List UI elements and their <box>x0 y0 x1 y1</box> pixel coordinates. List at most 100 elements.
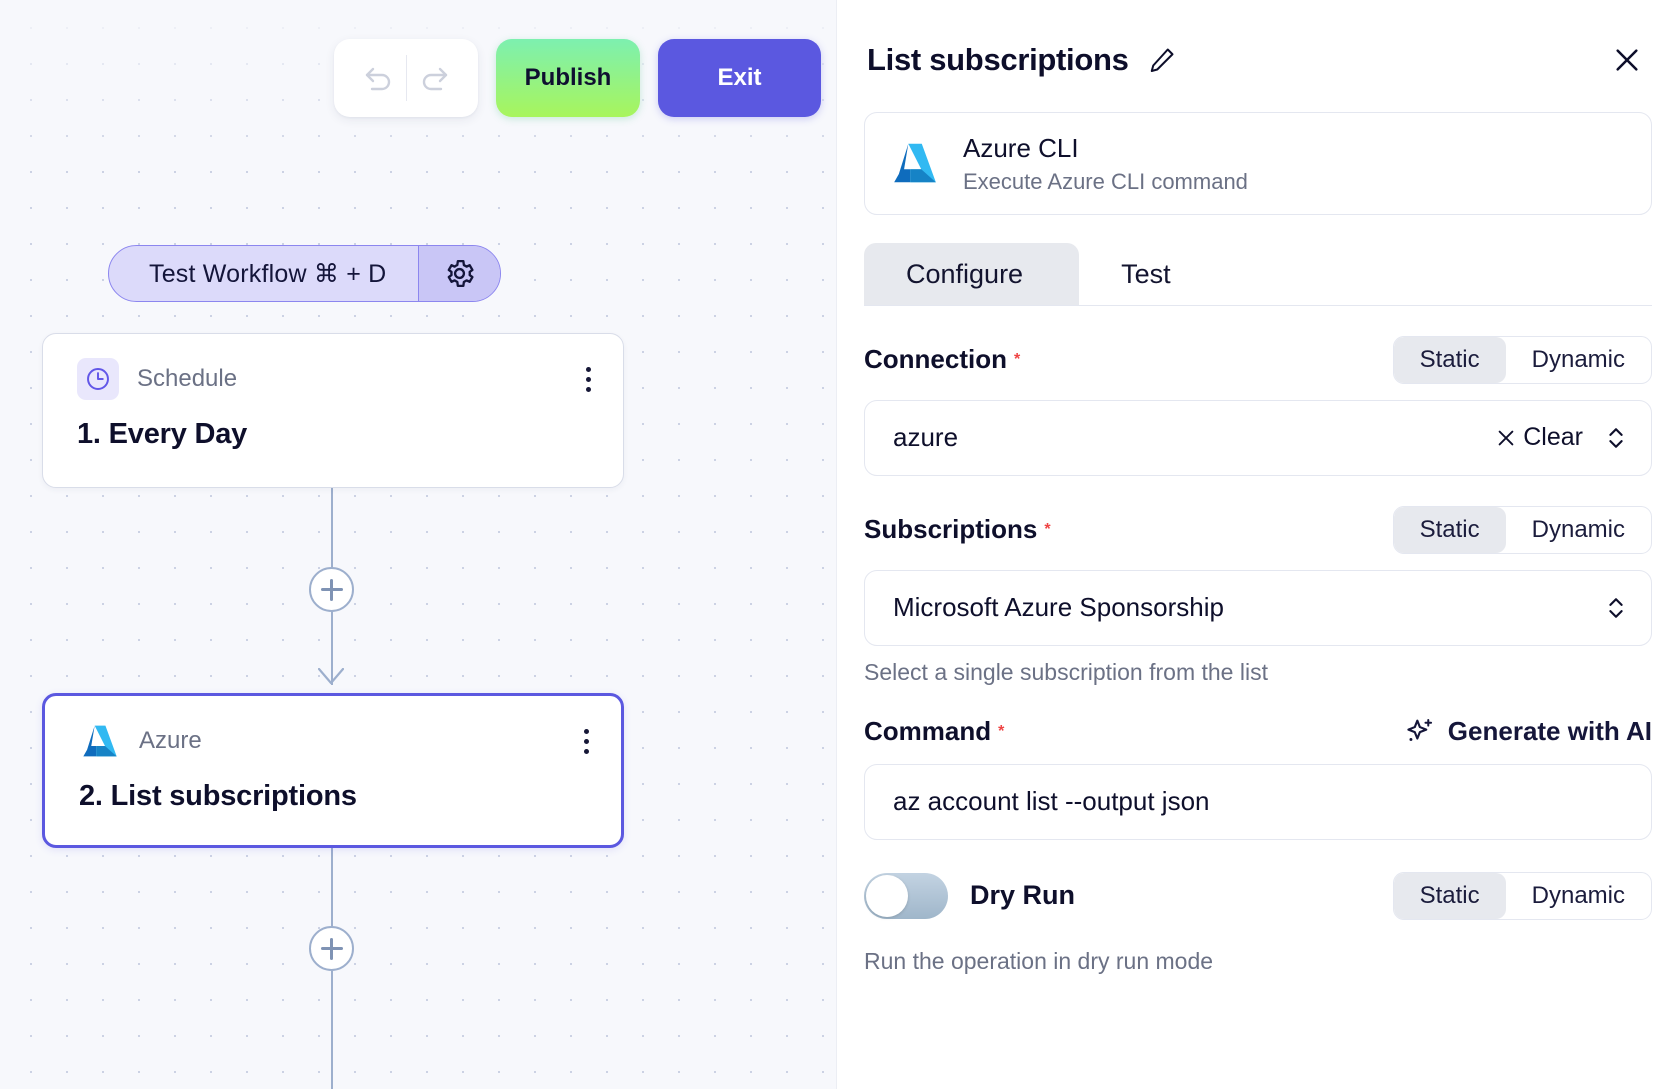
generate-with-ai-label: Generate with AI <box>1447 716 1652 746</box>
clear-label: Clear <box>1523 423 1583 451</box>
field-label: Subscriptions <box>864 514 1038 544</box>
connection-mode-static[interactable]: Static <box>1393 336 1506 383</box>
workflow-node-azure[interactable]: Azure 2. List subscriptions <box>42 693 624 848</box>
node-config-panel: List subscriptions <box>836 0 1679 1089</box>
publish-button[interactable]: Publish <box>496 39 640 117</box>
subscriptions-mode-dynamic[interactable]: Dynamic <box>1531 515 1625 543</box>
integration-card: Azure CLI Execute Azure CLI command <box>864 112 1652 215</box>
node-menu-button[interactable] <box>578 723 595 760</box>
node-header: Schedule <box>77 358 597 400</box>
test-workflow-label: Test Workflow ⌘ + D <box>149 259 387 288</box>
page-title: List subscriptions <box>867 42 1129 77</box>
node-title: 2. List subscriptions <box>79 780 357 812</box>
dot <box>584 738 589 744</box>
undo-button[interactable] <box>352 52 406 104</box>
node-type-label: Schedule <box>137 365 238 392</box>
dot <box>584 748 589 754</box>
connection-mode-dynamic[interactable]: Dynamic <box>1531 345 1625 373</box>
panel-tabs: Configure Test <box>864 242 1652 306</box>
field-subscriptions: Subscriptions * Static Dynamic Microsoft… <box>864 505 1652 686</box>
connection-stepper-button[interactable] <box>1605 423 1627 453</box>
workflow-node-schedule[interactable]: Schedule 1. Every Day <box>42 333 624 488</box>
tab-test[interactable]: Test <box>1121 258 1171 289</box>
x-icon <box>1498 430 1514 445</box>
field-label: Connection <box>864 344 1007 374</box>
config-form: Connection * Static Dynamic azure Clear <box>837 306 1679 1089</box>
redo-button[interactable] <box>407 52 461 104</box>
connector-line <box>331 488 334 573</box>
dry-run-mode-dynamic[interactable]: Dynamic <box>1531 881 1625 909</box>
integration-description: Execute Azure CLI command <box>963 168 1248 194</box>
subscriptions-value: Microsoft Azure Sponsorship <box>893 592 1224 622</box>
connector-line <box>331 970 334 1089</box>
workflow-canvas[interactable]: Publish Exit Test Workflow ⌘ + D <box>0 0 836 1089</box>
field-header: Subscriptions * Static Dynamic <box>864 505 1652 554</box>
connection-mode-toggle: Static Dynamic <box>1392 335 1652 384</box>
arrow-head-icon <box>318 668 344 685</box>
dry-run-helper-text: Run the operation in dry run mode <box>864 947 1214 974</box>
dot <box>586 366 591 372</box>
sparkle-icon <box>1407 718 1432 741</box>
connection-select[interactable]: azure Clear <box>864 399 1652 476</box>
field-command: Command * Generate with AI az account li… <box>864 716 1652 840</box>
azure-logo-icon <box>894 143 936 183</box>
connection-value: azure <box>893 422 959 452</box>
canvas-top-fade <box>0 0 836 1089</box>
connector-line <box>331 610 334 685</box>
command-value: az account list --output json <box>893 786 1210 816</box>
required-marker: * <box>998 722 1005 740</box>
close-icon <box>1616 49 1638 71</box>
field-connection: Connection * Static Dynamic azure Clear <box>864 335 1652 476</box>
tab-configure[interactable]: Configure <box>864 242 1080 305</box>
dry-run-mode-toggle: Static Dynamic <box>1392 871 1652 920</box>
azure-icon-container <box>79 720 121 762</box>
schedule-icon-container <box>77 358 119 400</box>
azure-logo-icon <box>83 725 117 757</box>
gear-icon <box>448 259 475 288</box>
clock-icon <box>87 368 109 390</box>
field-header: Command * Generate with AI <box>864 716 1652 748</box>
test-workflow-pill[interactable]: Test Workflow ⌘ + D <box>108 245 502 302</box>
canvas-toolbar: Publish Exit <box>334 39 821 117</box>
connector-line <box>331 848 334 933</box>
workflow-settings-button[interactable] <box>418 246 501 301</box>
add-step-button[interactable] <box>309 567 354 612</box>
integration-text: Azure CLI Execute Azure CLI command <box>963 132 1248 195</box>
command-input[interactable]: az account list --output json <box>864 763 1652 840</box>
dot <box>586 376 591 382</box>
panel-header: List subscriptions <box>837 0 1679 82</box>
dry-run-label: Dry Run <box>970 880 1076 910</box>
toggle-knob <box>866 874 908 917</box>
pencil-icon <box>1150 48 1174 72</box>
field-label: Command <box>864 716 992 746</box>
node-type-label: Azure <box>139 727 202 754</box>
generate-with-ai-button[interactable]: Generate with AI <box>1404 716 1652 748</box>
chevron-updown-icon <box>1609 427 1623 448</box>
node-title: 1. Every Day <box>77 418 248 450</box>
required-marker: * <box>1044 520 1051 538</box>
close-panel-button[interactable] <box>1605 38 1649 82</box>
dot <box>586 386 591 392</box>
add-step-button[interactable] <box>309 926 354 971</box>
subscriptions-mode-toggle: Static Dynamic <box>1392 505 1652 554</box>
dry-run-mode-static[interactable]: Static <box>1393 872 1506 919</box>
required-marker: * <box>1014 350 1021 368</box>
subscriptions-helper-text: Select a single subscription from the li… <box>864 658 1268 685</box>
connection-clear-button[interactable]: Clear <box>1495 423 1583 452</box>
integration-name: Azure CLI <box>963 133 1079 163</box>
dry-run-toggle[interactable] <box>864 872 948 919</box>
subscriptions-mode-static[interactable]: Static <box>1393 506 1506 553</box>
subscriptions-stepper-button[interactable] <box>1605 593 1627 623</box>
undo-arrow-icon <box>365 67 390 91</box>
node-menu-button[interactable] <box>580 361 597 398</box>
edit-title-button[interactable] <box>1147 45 1177 75</box>
exit-button[interactable]: Exit <box>658 39 821 117</box>
subscriptions-select[interactable]: Microsoft Azure Sponsorship <box>864 569 1652 646</box>
node-header: Azure <box>79 720 595 762</box>
undo-redo-group <box>334 39 478 117</box>
redo-arrow-icon <box>422 67 447 91</box>
field-header: Connection * Static Dynamic <box>864 335 1652 384</box>
dot <box>584 728 589 734</box>
chevron-updown-icon <box>1609 597 1623 618</box>
